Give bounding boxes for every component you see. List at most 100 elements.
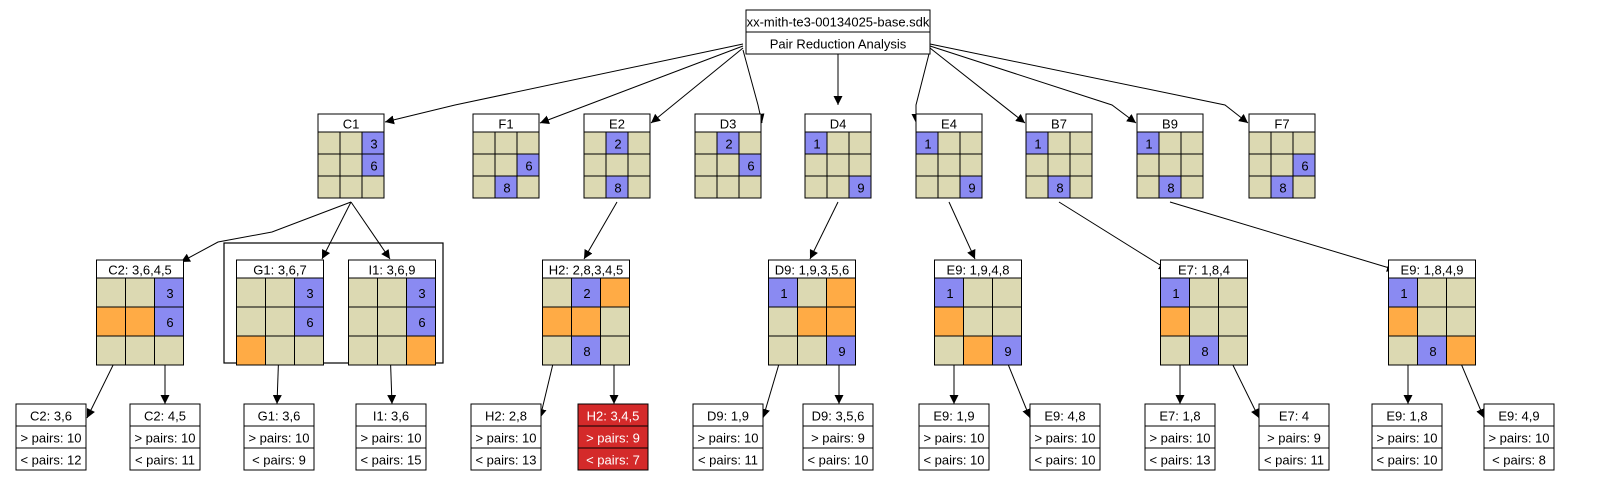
edge-b9-to-candidate <box>1169 201 1397 272</box>
candidate-0-cell <box>96 277 126 308</box>
leaf-more-pairs: > pairs: 10 <box>697 431 758 446</box>
leaf-more-pairs: > pairs: 10 <box>1034 431 1095 446</box>
grid-b9-cell <box>1136 175 1160 199</box>
grid-c1-digit: 3 <box>370 137 377 152</box>
grid-b7-label: B7 <box>1051 117 1067 132</box>
grid-c1-digit: 6 <box>370 159 377 174</box>
grid-c1-cell <box>361 175 385 199</box>
candidate-1-cell <box>265 306 295 337</box>
edge-root-to-b7 <box>929 47 1026 124</box>
grid-b9-cell <box>1158 153 1182 177</box>
candidate-2-cell <box>348 306 378 337</box>
leaf-more-pairs: > pairs: 10 <box>1376 431 1437 446</box>
candidate-5-cell <box>992 277 1022 308</box>
leaf-node: E9: 1,8> pairs: 10< pairs: 10 <box>1371 403 1443 471</box>
grid-b7-cell <box>1069 175 1093 199</box>
grid-f7-label: F7 <box>1274 117 1289 132</box>
grid-f1-cell <box>472 153 496 177</box>
leaf-more-pairs: > pairs: 10 <box>1488 431 1549 446</box>
grid-b9-cell <box>1180 175 1204 199</box>
grid-f1-cell <box>472 175 496 199</box>
edge-root-to-d3 <box>742 49 765 124</box>
grid-d4-cell <box>848 131 872 155</box>
leaf-less-pairs: < pairs: 12 <box>20 453 81 468</box>
grid-c1-cell <box>339 175 363 199</box>
candidate-2-digit: 3 <box>418 286 425 301</box>
grid-c1-label: C1 <box>343 117 360 132</box>
leaf-label: H2: 2,8 <box>485 409 527 424</box>
candidate-4-cell <box>797 335 827 366</box>
candidate-1-cell <box>265 335 295 366</box>
grid-f1-label: F1 <box>498 117 513 132</box>
cluster-box <box>223 242 444 364</box>
candidate-3-cell <box>542 335 572 366</box>
leaf-less-pairs: < pairs: 13 <box>475 453 536 468</box>
candidate-4-digit: 9 <box>838 344 845 359</box>
candidate-2-cell <box>406 277 436 308</box>
candidate-3-cell <box>600 277 630 308</box>
grid-f7-cell <box>1270 153 1294 177</box>
grid-f7-cell <box>1292 175 1316 199</box>
candidate-5-digit: 1 <box>946 286 953 301</box>
candidate-2-cell <box>406 306 436 337</box>
grid-e4-cell <box>937 153 961 177</box>
candidate-7-cell <box>1417 277 1447 308</box>
leaf-less-pairs-box <box>1029 447 1101 471</box>
grid-b7-digit: 8 <box>1056 181 1063 196</box>
grid-b7-digit: 1 <box>1034 137 1041 152</box>
leaf-more-pairs: > pairs: 10 <box>134 431 195 446</box>
grid-b7-node: B7 1 8 <box>1025 113 1093 199</box>
root-subtitle-box <box>745 31 931 55</box>
leaf-less-pairs-box <box>1483 447 1555 471</box>
grid-b9-cell <box>1136 153 1160 177</box>
candidate-5-cell <box>934 306 964 337</box>
grid-d3-cell <box>716 175 740 199</box>
leaf-less-pairs-box <box>470 447 542 471</box>
grid-f7-cell <box>1248 175 1272 199</box>
leaf-label: D9: 3,5,6 <box>812 409 865 424</box>
candidate-7-cell <box>1417 335 1447 366</box>
leaf-less-pairs: < pairs: 13 <box>1149 453 1210 468</box>
grid-b7-cell <box>1047 131 1071 155</box>
leaf-more-pairs: > pairs: 10 <box>248 431 309 446</box>
candidate-5-cell <box>934 335 964 366</box>
grid-e4-cell <box>959 153 983 177</box>
candidate-0-digit: 3 <box>166 286 173 301</box>
candidate-2-cell <box>406 335 436 366</box>
grid-e4-cell <box>915 175 939 199</box>
leaf-more-pairs: > pairs: 10 <box>20 431 81 446</box>
edge-root-to-b9 <box>929 45 1137 124</box>
grid-b9-label: B9 <box>1162 117 1178 132</box>
leaf-label: E7: 1,8 <box>1159 409 1200 424</box>
grid-d3-digit: 6 <box>747 159 754 174</box>
leaf-less-pairs: < pairs: 11 <box>698 453 758 468</box>
leaf-less-pairs: < pairs: 10 <box>1034 453 1095 468</box>
leaf-label: E7: 4 <box>1279 409 1309 424</box>
grid-d4-cell <box>826 175 850 199</box>
grid-b7-cell <box>1069 131 1093 155</box>
candidate-6-cell <box>1189 335 1219 366</box>
leaf-less-pairs-box <box>355 447 427 471</box>
grid-d4-cell <box>804 153 828 177</box>
grid-d4-cell <box>826 131 850 155</box>
candidate-2-cell <box>377 335 407 366</box>
grid-c1-cell <box>317 131 341 155</box>
grid-b9-cell <box>1180 131 1204 155</box>
grid-c1-cell <box>317 175 341 199</box>
leaf-less-pairs-box <box>15 447 87 471</box>
candidate-7-cell <box>1446 277 1476 308</box>
candidate-0-label: C2: 3,6,4,5 <box>108 263 172 278</box>
candidate-3-cell <box>600 306 630 337</box>
grid-e2-cell <box>627 175 651 199</box>
leaf-less-pairs: < pairs: 10 <box>923 453 984 468</box>
candidate-4-cell <box>768 306 798 337</box>
grid-f1-cell <box>472 131 496 155</box>
leaf-less-pairs-box <box>1258 447 1330 471</box>
candidate-1-cell <box>265 277 295 308</box>
candidate-3-cell <box>600 335 630 366</box>
candidate-0-cell <box>154 277 184 308</box>
